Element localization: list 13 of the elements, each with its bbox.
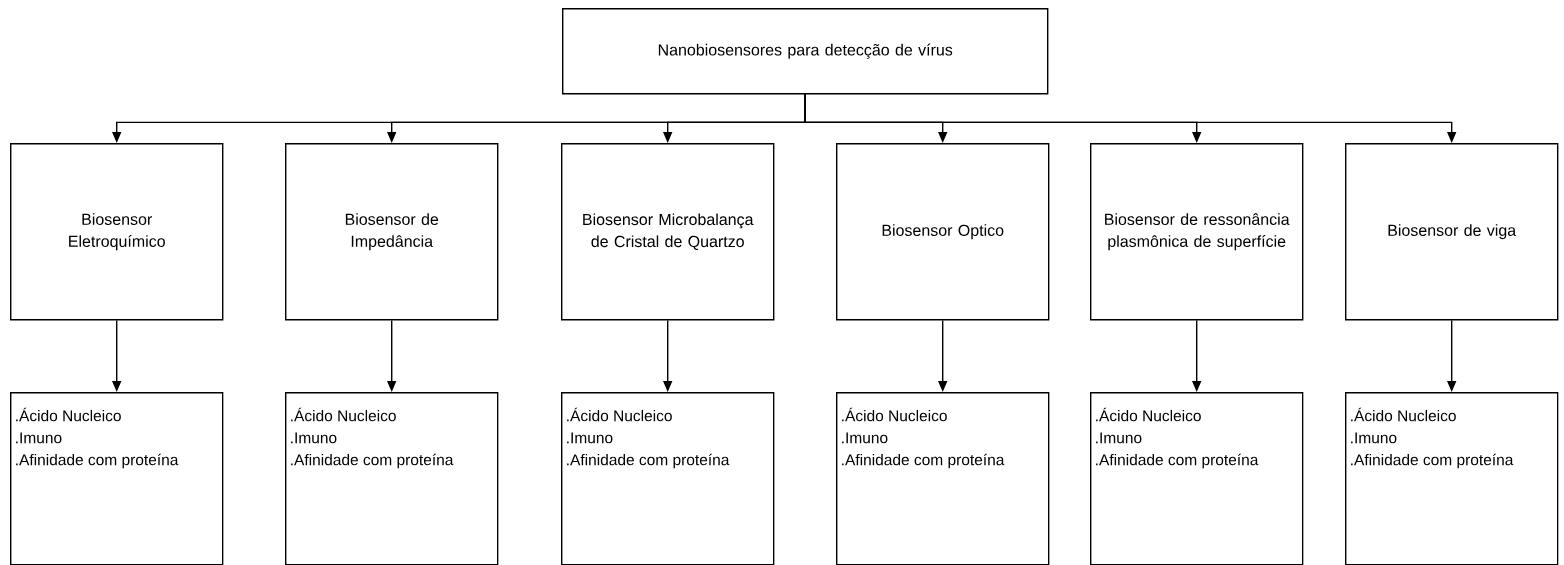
detection-list-box: .Ácido Nucleico .Imuno .Afinidade com proteína: [285, 392, 499, 565]
sensor-type-box: Biosensor de ressonância plasmônica de superfície: [1090, 143, 1304, 321]
detection-list-box: .Ácido Nucleico .Imuno .Afinidade com proteína: [1090, 392, 1304, 565]
sensor-type-box: Biosensor de viga: [1345, 143, 1559, 321]
detection-list-box: .Ácido Nucleico .Imuno .Afinidade com proteína: [836, 392, 1050, 565]
title-box: Nanobiosensores para detecção de vírus: [562, 8, 1049, 95]
sensor-type-box: Biosensor Microbalança de Cristal de Quartzo: [561, 143, 775, 321]
detection-list-box: .Ácido Nucleico .Imuno .Afinidade com proteína: [10, 392, 224, 565]
sensor-type-box: Biosensor Optico: [836, 143, 1050, 321]
detection-list-box: .Ácido Nucleico .Imuno .Afinidade com proteína: [1345, 392, 1559, 565]
detection-list-box: .Ácido Nucleico .Imuno .Afinidade com proteína: [561, 392, 775, 565]
sensor-type-box: Biosensor de Impedância: [285, 143, 499, 321]
sensor-type-box: Biosensor Eletroquímico: [10, 143, 224, 321]
